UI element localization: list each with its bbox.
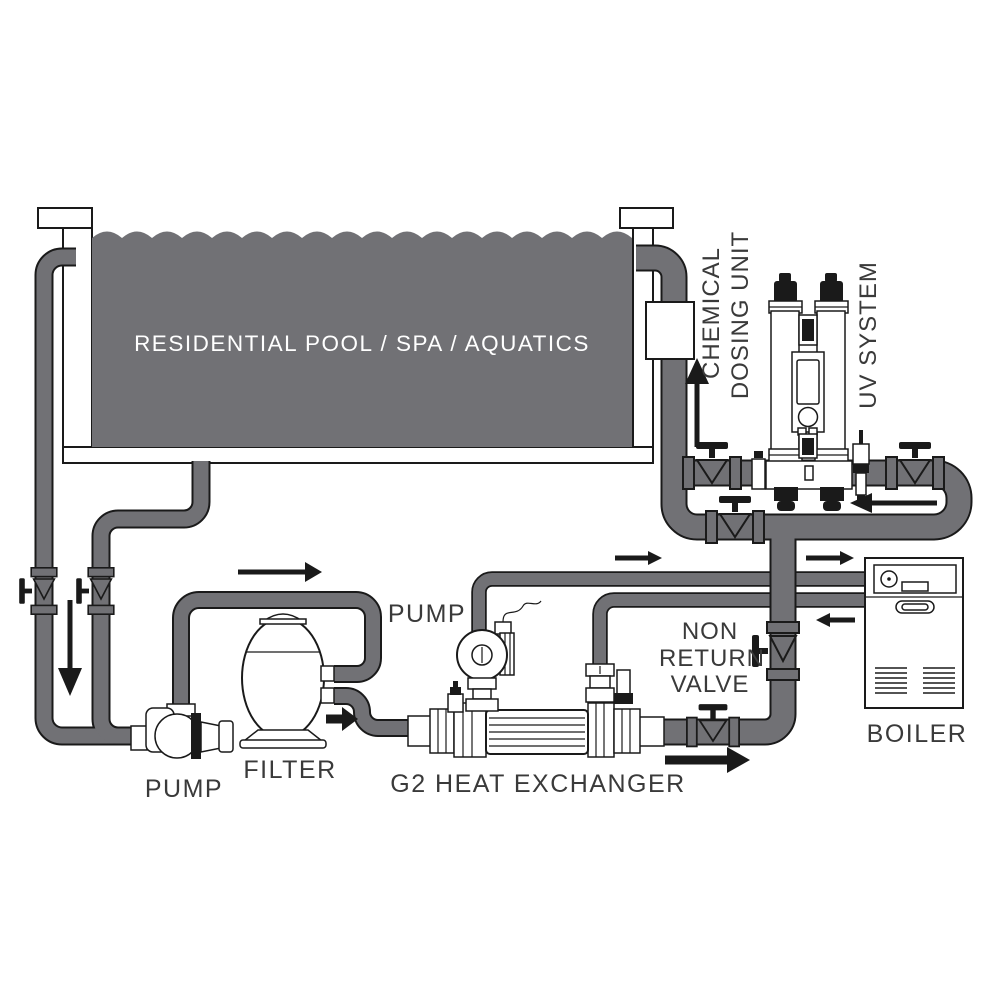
- pool-left-lip: [37, 207, 93, 229]
- labels: PUMP FILTER PUMP G2 HEAT EXCHANGER BOILE…: [145, 231, 968, 803]
- boiler-display: [901, 581, 929, 592]
- pool-water: RESIDENTIAL POOL / SPA / AQUATICS: [92, 231, 632, 447]
- uv-system: [751, 273, 870, 511]
- g2-heat-exchanger: [407, 663, 665, 758]
- uv-outlet-valve: [682, 441, 742, 490]
- pool-floor: [62, 446, 654, 464]
- pool-right-lip: [619, 207, 674, 229]
- boiler-label: BOILER: [867, 720, 968, 748]
- boiler: [864, 557, 964, 709]
- uv-sight-glass: [797, 406, 819, 428]
- hx-right-stub: [637, 716, 665, 747]
- filter-label: FILTER: [243, 756, 336, 784]
- arrow-right-pump-riser: [238, 562, 322, 582]
- boiler-return-pipe: [594, 594, 872, 670]
- uv-display: [796, 359, 820, 405]
- uv-bypass-valve: [705, 495, 765, 544]
- boiler-supply-pipe-outline: [471, 571, 872, 642]
- uv-inlet-valve: [885, 441, 945, 490]
- circulation-pump: [456, 600, 542, 712]
- circulation-pump-label: PUMP: [388, 600, 466, 628]
- arrow-right-boiler-supply-1: [615, 551, 662, 565]
- filter-to-hx-pipe: [334, 689, 416, 735]
- suction-pump-label: PUMP: [145, 775, 223, 803]
- non-return-valve-label: NON RETURN VALVE: [659, 618, 765, 698]
- svg-text:NON: NON: [682, 618, 738, 645]
- circpump-union-2: [472, 688, 492, 700]
- uv-right-port: [820, 487, 844, 501]
- hx-outlet-riser-pipe: [656, 527, 795, 744]
- hx-return-union-mid: [589, 675, 611, 689]
- flow-arrows: [58, 358, 937, 773]
- arrow-down-suction: [58, 600, 82, 696]
- hx-relief-body: [447, 693, 464, 713]
- pump-motor-ring: [218, 720, 234, 753]
- circpump-union-3: [465, 698, 499, 712]
- hx-outlet-valve: [686, 703, 740, 748]
- hx-right-rings: [613, 708, 641, 754]
- svg-text:DOSING UNIT: DOSING UNIT: [727, 231, 754, 399]
- heat-exchanger-label: G2 HEAT EXCHANGER: [390, 770, 685, 798]
- uv-right-cap: [820, 281, 843, 303]
- filter-tank: [241, 617, 325, 739]
- filter-base-plate: [239, 739, 327, 749]
- svg-text:VALVE: VALVE: [671, 671, 750, 698]
- arrow-right-boiler-supply-2: [806, 551, 854, 565]
- boiler-control-panel: [873, 564, 957, 594]
- hx-return-union-bot: [585, 687, 615, 703]
- filter-port-bottom: [320, 687, 335, 704]
- pump-motor-cone: [200, 721, 222, 753]
- arrow-right-hx-out: [665, 747, 750, 773]
- hx-relief-cap: [450, 687, 461, 695]
- circpump-union-1: [467, 677, 497, 690]
- arrow-left-into-uv: [850, 493, 937, 513]
- uv-left-flange: [751, 458, 766, 490]
- skimmer-suction-pipe: [36, 249, 136, 744]
- hx-left-rings: [429, 708, 455, 754]
- hx-right-union: [587, 702, 615, 758]
- hx-left-stub: [407, 715, 433, 747]
- pump-flange: [191, 713, 201, 759]
- chemical-dosing-unit-label: CHEMICAL DOSING UNIT: [698, 231, 754, 399]
- boiler-supply-pipe: [473, 573, 872, 642]
- boiler-vent-right: [923, 667, 955, 694]
- sand-filter: [239, 613, 335, 749]
- uv-left-cap: [774, 281, 797, 303]
- uv-left-nub: [779, 273, 791, 282]
- pool-label: RESIDENTIAL POOL / SPA / AQUATICS: [134, 331, 590, 356]
- chemical-dosing-unit-box: [645, 301, 695, 360]
- svg-text:CHEMICAL: CHEMICAL: [698, 247, 725, 379]
- arrow-right-filter-out: [326, 707, 358, 731]
- circpump-cable: [502, 600, 542, 623]
- arrow-left-boiler-return: [816, 613, 855, 627]
- svg-text:RETURN: RETURN: [659, 645, 765, 672]
- pump-inlet-fitting: [130, 725, 148, 751]
- uv-air-valve-stem: [859, 430, 863, 444]
- pool-left-wall: [62, 207, 93, 463]
- uv-left-port: [774, 487, 798, 501]
- circpump-terminal-box: [494, 621, 512, 635]
- boiler-vent-left: [875, 667, 907, 694]
- drain-suction-pipe: [93, 461, 209, 744]
- pump-to-filter-pipe: [174, 593, 380, 710]
- suction-pump: [130, 703, 234, 759]
- return-manifold-pipe: [636, 246, 971, 539]
- hx-drain-cap: [614, 693, 633, 704]
- filter-port-top: [320, 665, 335, 682]
- uv-right-nub: [825, 273, 837, 282]
- arrow-up-to-pool: [685, 358, 709, 447]
- filter-lid-ring: [259, 618, 307, 625]
- hx-drain-body: [616, 669, 631, 695]
- pipe-network: [36, 246, 971, 744]
- uv-system-label: UV SYSTEM: [855, 261, 882, 409]
- uv-right-chamber: [816, 310, 846, 462]
- water-surface: [92, 231, 632, 447]
- uv-air-valve-body: [852, 443, 870, 465]
